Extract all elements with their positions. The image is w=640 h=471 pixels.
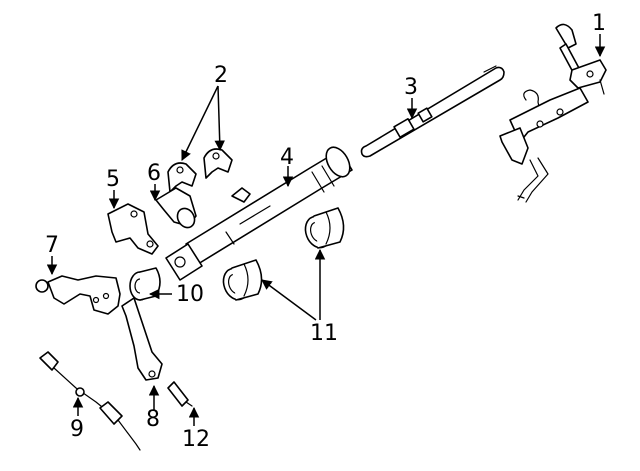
callout-2: 2 xyxy=(214,63,228,88)
leader-lines xyxy=(46,34,606,426)
callout-3: 3 xyxy=(404,75,418,100)
part-8-shift-arm xyxy=(121,297,163,381)
part-9-cable-rod xyxy=(39,351,141,451)
callout-6: 6 xyxy=(147,161,161,186)
callout-4: 4 xyxy=(280,145,294,170)
part-4-column-tube xyxy=(165,146,353,281)
callout-10: 10 xyxy=(176,282,204,307)
part-11-boots xyxy=(222,207,345,301)
part-12-pin xyxy=(167,381,193,407)
part-6-lock-housing xyxy=(155,187,197,229)
part-5-bracket xyxy=(107,203,159,255)
part-3-intermediate-shaft xyxy=(360,65,505,158)
callout-8: 8 xyxy=(146,407,160,432)
callout-12: 12 xyxy=(182,427,210,452)
callout-9: 9 xyxy=(70,417,84,442)
callout-1: 1 xyxy=(592,11,606,36)
callout-5: 5 xyxy=(106,167,120,192)
callout-7: 7 xyxy=(45,233,59,258)
part-1-shift-lever-bracket xyxy=(499,23,607,203)
part-10-bushing xyxy=(129,267,161,301)
part-2-clamps xyxy=(167,148,233,193)
callout-labels: 1 2 3 4 5 6 7 8 9 10 11 12 xyxy=(45,11,606,452)
callout-11: 11 xyxy=(310,321,338,346)
part-7-link-bracket xyxy=(35,275,121,315)
